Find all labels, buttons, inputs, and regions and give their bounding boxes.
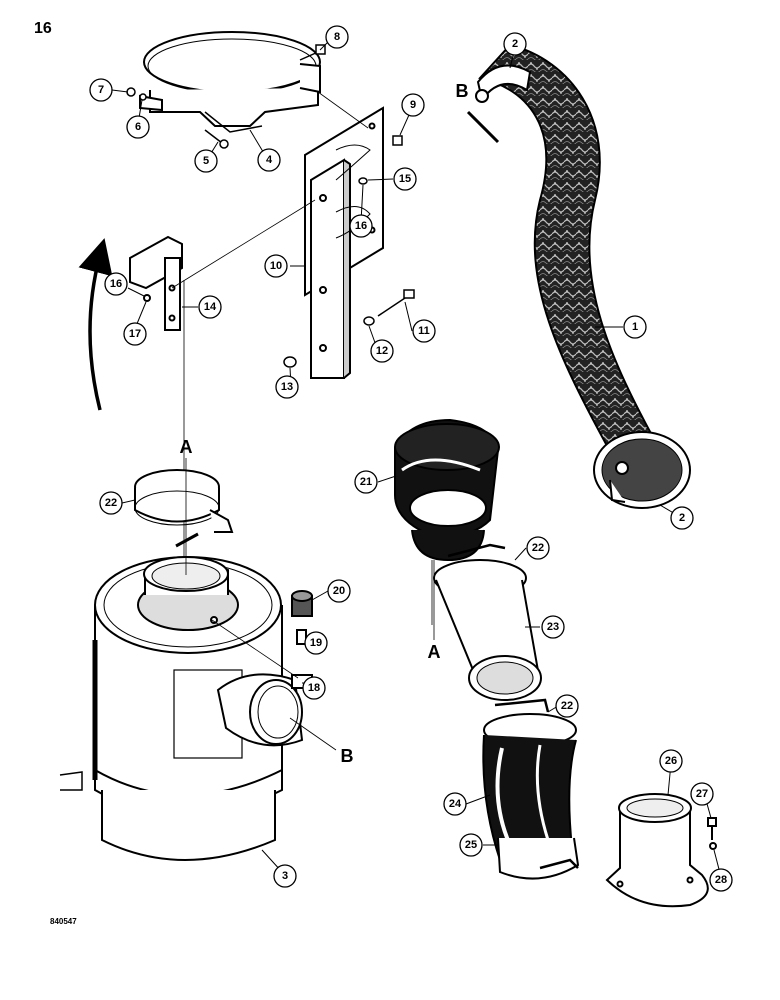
callout-13: 13 bbox=[281, 381, 293, 393]
callout-19: 19 bbox=[310, 637, 322, 649]
reference-lines bbox=[185, 458, 435, 751]
callout-5: 5 bbox=[203, 155, 209, 167]
small-bracket bbox=[129, 235, 183, 331]
callout-7: 7 bbox=[98, 84, 104, 96]
callout-20: 20 bbox=[333, 585, 345, 597]
rubber-elbow bbox=[394, 418, 500, 562]
callout-10: 10 bbox=[270, 260, 282, 272]
callout-2-top: 2 bbox=[512, 38, 518, 50]
body-band-clamp bbox=[134, 469, 234, 548]
ref-b-body: B bbox=[341, 746, 354, 766]
bracket-plate bbox=[304, 106, 384, 379]
ref-a-top: A bbox=[180, 437, 193, 457]
callout-22-elbow: 22 bbox=[561, 700, 573, 712]
mounting-band bbox=[139, 31, 321, 133]
callout-3: 3 bbox=[282, 870, 288, 882]
callout-labels: 1 2 2 3 4 5 6 7 8 9 10 11 12 13 14 15 16… bbox=[98, 31, 727, 886]
callout-11: 11 bbox=[418, 325, 430, 337]
reference-letters: A A B B bbox=[180, 81, 469, 766]
callout-16-plate: 16 bbox=[355, 220, 367, 232]
outlet-adapter bbox=[605, 793, 717, 908]
callout-27: 27 bbox=[696, 788, 708, 800]
callouts bbox=[89, 25, 733, 892]
callout-4: 4 bbox=[266, 154, 273, 166]
elbow-hose bbox=[482, 698, 580, 880]
callout-14: 14 bbox=[204, 301, 217, 313]
callout-21: 21 bbox=[360, 476, 372, 488]
callout-6: 6 bbox=[135, 121, 141, 133]
hose-clamp bbox=[466, 64, 691, 509]
callout-23: 23 bbox=[547, 621, 559, 633]
callout-18: 18 bbox=[308, 682, 320, 694]
drawing-code: 840547 bbox=[50, 917, 77, 926]
callout-1: 1 bbox=[632, 321, 638, 333]
flexible-hose bbox=[478, 43, 662, 457]
callout-16-bracket: 16 bbox=[110, 278, 122, 290]
page-number: 16 bbox=[34, 20, 52, 37]
callout-22-tube: 22 bbox=[532, 542, 544, 554]
connector-tube bbox=[433, 543, 542, 701]
callout-2-bottom: 2 bbox=[679, 512, 685, 524]
ref-b-hose: B bbox=[456, 81, 469, 101]
callout-24: 24 bbox=[449, 798, 462, 810]
ref-a-lower: A bbox=[428, 642, 441, 662]
callout-8: 8 bbox=[334, 31, 340, 43]
hardware bbox=[283, 135, 415, 368]
assembly-arrow bbox=[78, 238, 113, 411]
air-cleaner-body bbox=[59, 556, 304, 861]
callout-25: 25 bbox=[465, 839, 477, 851]
callout-22-body: 22 bbox=[105, 497, 117, 509]
callout-12: 12 bbox=[376, 345, 388, 357]
callout-28: 28 bbox=[715, 874, 727, 886]
callout-26: 26 bbox=[665, 755, 677, 767]
callout-9: 9 bbox=[410, 99, 416, 111]
assembly-leader-lines bbox=[171, 91, 433, 625]
band-bolt bbox=[126, 44, 326, 149]
callout-15: 15 bbox=[399, 173, 411, 185]
callout-17: 17 bbox=[129, 328, 141, 340]
